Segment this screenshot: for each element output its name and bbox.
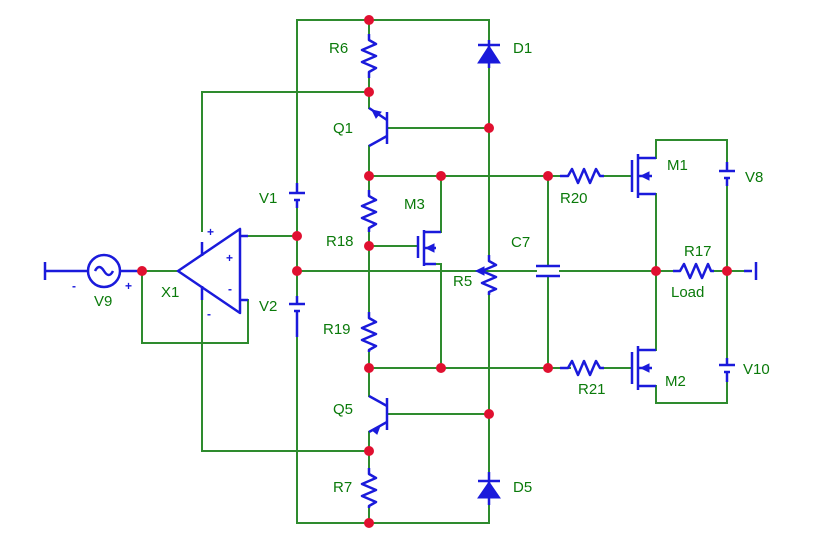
label-v9: V9 (94, 293, 112, 310)
ground-terminal-right (744, 262, 758, 280)
label-q1: Q1 (333, 120, 353, 137)
junction (436, 363, 446, 373)
label-load: Load (671, 284, 704, 301)
junctions (137, 15, 732, 528)
r20-resistor[interactable] (560, 167, 604, 185)
junction (137, 266, 147, 276)
label-r21: R21 (578, 381, 606, 398)
wire-opamp-feedback-top (201, 91, 370, 232)
label-r7: R7 (333, 479, 352, 496)
label-q5: Q5 (333, 401, 353, 418)
v1-battery[interactable] (289, 183, 305, 208)
sign-plus: + (125, 279, 132, 293)
label-r18: R18 (326, 233, 354, 250)
wire-input-loop (141, 270, 249, 344)
junction (484, 409, 494, 419)
junction (292, 231, 302, 241)
r17-resistor[interactable] (673, 262, 714, 280)
d5-diode[interactable] (477, 472, 501, 505)
v10-battery[interactable] (719, 358, 735, 382)
label-r17: R17 (684, 243, 712, 260)
label-c7: C7 (511, 234, 530, 251)
junction (364, 87, 374, 97)
labels: R6 D1 Q1 M1 V8 V1 M3 R20 R18 C7 R17 R5 L… (94, 40, 770, 496)
label-m3: M3 (404, 196, 425, 213)
q1-transistor[interactable] (368, 106, 389, 148)
junction (543, 171, 553, 181)
label-m1: M1 (667, 157, 688, 174)
r18-resistor[interactable] (360, 190, 378, 232)
polarity-signs: + + - - - + (72, 225, 233, 321)
label-r6: R6 (329, 40, 348, 57)
junction (364, 15, 374, 25)
wire-m3-source (435, 263, 442, 369)
label-v8: V8 (745, 169, 763, 186)
junction (364, 363, 374, 373)
sign-plus: + (207, 225, 214, 239)
wire-top-rail (296, 19, 490, 184)
m1-mosfet[interactable] (630, 154, 656, 198)
m2-mosfet[interactable] (630, 346, 656, 390)
junction (484, 123, 494, 133)
wire-m1-drain (655, 139, 728, 163)
d1-diode[interactable] (477, 40, 501, 68)
wires (119, 19, 745, 524)
junction (543, 363, 553, 373)
wire-m2-source (655, 381, 728, 404)
label-v10: V10 (743, 361, 770, 378)
junction (364, 241, 374, 251)
r5-potentiometer[interactable] (474, 255, 498, 295)
junction (436, 171, 446, 181)
wire-bottom-rail (296, 336, 490, 524)
label-d1: D1 (513, 40, 532, 57)
junction (364, 446, 374, 456)
label-v1: V1 (259, 190, 277, 207)
junction (651, 266, 661, 276)
v8-battery[interactable] (719, 162, 735, 186)
sign-minus: - (72, 279, 76, 293)
r21-resistor[interactable] (560, 359, 604, 377)
sign-minus: - (228, 282, 232, 296)
label-d5: D5 (513, 479, 532, 496)
r7-resistor[interactable] (360, 468, 378, 508)
label-r19: R19 (323, 321, 351, 338)
c7-capacitor[interactable] (536, 264, 560, 278)
junction (364, 518, 374, 528)
label-m2: M2 (665, 373, 686, 390)
x1-opamp[interactable] (176, 227, 248, 315)
junction (364, 171, 374, 181)
sign-plus: + (226, 251, 233, 265)
r19-resistor[interactable] (360, 312, 378, 352)
junction (292, 266, 302, 276)
junction (722, 266, 732, 276)
sign-minus: - (207, 307, 211, 321)
r6-resistor[interactable] (360, 34, 378, 78)
m3-mosfet[interactable] (416, 230, 441, 266)
q5-transistor[interactable] (368, 394, 389, 435)
label-v2: V2 (259, 298, 277, 315)
wire-opamp-feedback-bottom (201, 299, 370, 452)
label-r5: R5 (453, 273, 472, 290)
label-x1: X1 (161, 284, 179, 301)
v2-battery[interactable] (289, 296, 305, 337)
label-r20: R20 (560, 190, 588, 207)
